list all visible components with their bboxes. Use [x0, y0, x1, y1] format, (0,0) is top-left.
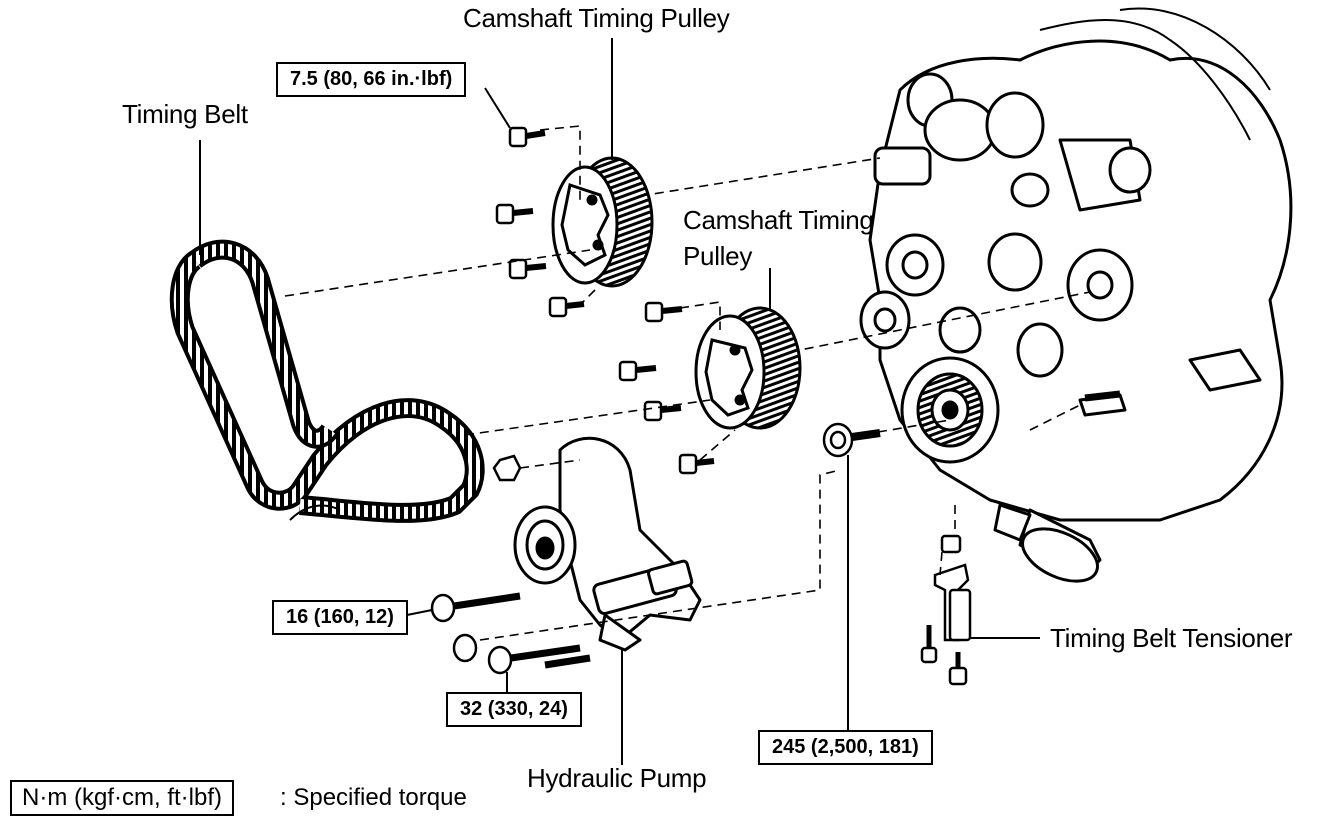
torque-crank-bolt: 245 (2,500, 181) — [758, 730, 933, 765]
camshaft-pulley-lower-label-line2: Pulley — [683, 241, 753, 271]
lower-camshaft-pulley — [694, 306, 802, 430]
torque-camshaft-bolt: 7.5 (80, 66 in.·lbf) — [276, 62, 467, 97]
torque-pump-bolt-32: 32 (330, 24) — [446, 692, 582, 727]
engine-block — [859, 7, 1293, 583]
legend-unit-box: N·m (kgf·cm, ft·lbf) — [10, 780, 234, 816]
camshaft-pulley-upper-label: Camshaft Timing Pulley — [463, 3, 730, 33]
upper-camshaft-pulley — [551, 156, 654, 288]
hydraulic-pump-assembly — [513, 436, 702, 652]
alignment-lines — [284, 125, 1091, 641]
hydraulic-pump-label: Hydraulic Pump — [527, 763, 707, 793]
bolts — [430, 126, 1121, 686]
camshaft-pulley-lower-label-line1: Camshaft Timing — [683, 205, 874, 235]
timing-belt-label: Timing Belt — [122, 99, 248, 129]
timing-belt — [169, 239, 485, 523]
tensioner-label: Timing Belt Tensioner — [1050, 623, 1293, 653]
torque-pump-bolt-16: 16 (160, 12) — [272, 600, 408, 635]
legend-meaning: : Specified torque — [280, 784, 467, 811]
